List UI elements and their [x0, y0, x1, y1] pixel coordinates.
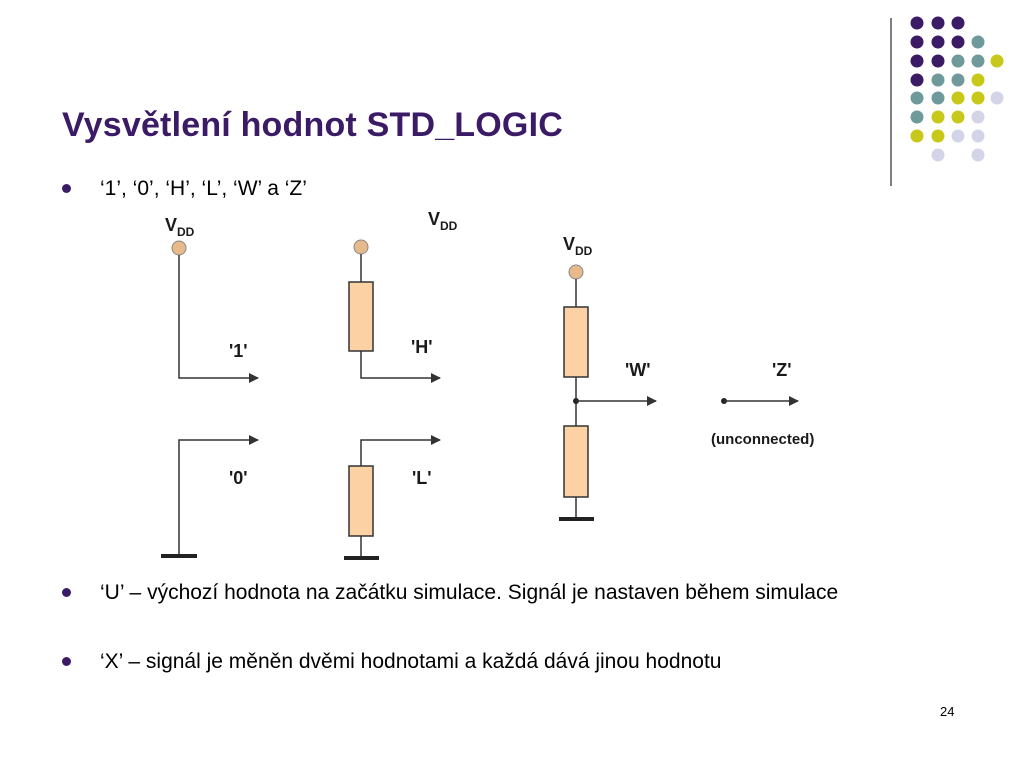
decorative-dot	[931, 129, 945, 143]
decorative-dot	[910, 16, 924, 30]
wire-0	[178, 435, 259, 555]
bullet-text: ‘1’, ‘0’, ‘H’, ‘L’, ‘W’ a ‘Z’	[100, 177, 307, 200]
circuit-h: VDD 'H'	[348, 209, 458, 383]
label-1: '1'	[229, 341, 248, 361]
resistor-w-top	[563, 306, 589, 378]
decorative-dot	[951, 73, 965, 87]
bullet-text: ‘U’ – výchozí hodnota na začátku simulac…	[100, 581, 839, 604]
decorative-dot	[910, 91, 924, 105]
circuit-w: VDD 'W'	[559, 234, 657, 521]
vdd-label-w: VDD	[563, 234, 593, 258]
wire-l	[360, 435, 441, 466]
decorative-dot	[990, 91, 1004, 105]
bullet-text: ‘X’ – signál je měněn dvěmi hodnotami a …	[100, 650, 722, 673]
label-0: '0'	[229, 468, 248, 488]
decorative-dot	[951, 91, 965, 105]
decorative-dot	[910, 73, 924, 87]
unconnected-label: (unconnected)	[711, 431, 814, 448]
std-logic-circuit-diagram: VDD '1' VDD 'H' '0' 'L' VDD	[161, 209, 814, 560]
decorative-dot	[971, 35, 985, 49]
decorative-dot	[910, 110, 924, 124]
decorative-dot	[910, 35, 924, 49]
bullet-icon	[62, 588, 71, 597]
page-number: 24	[940, 704, 955, 719]
decorative-dot	[931, 35, 945, 49]
decorative-dot	[951, 110, 965, 124]
label-z: 'Z'	[772, 360, 792, 380]
label-w: 'W'	[625, 360, 651, 380]
decorative-dot	[931, 54, 945, 68]
vdd-terminal-h	[353, 239, 369, 255]
resistor-w-bottom	[563, 425, 589, 498]
wire-h	[360, 351, 441, 383]
decorative-dot	[990, 54, 1004, 68]
decorative-dot	[971, 54, 985, 68]
decorative-dot	[931, 148, 945, 162]
vdd-terminal-1	[171, 240, 187, 256]
decorative-dot	[971, 148, 985, 162]
bullet-icon	[62, 184, 71, 193]
circuit-one: VDD '1'	[165, 215, 259, 383]
decorative-dot	[931, 73, 945, 87]
circuit-zero: '0'	[161, 435, 259, 558]
decorative-dot	[951, 54, 965, 68]
bullet-icon	[62, 657, 71, 666]
label-h: 'H'	[411, 337, 433, 357]
decorative-dot	[931, 110, 945, 124]
decorative-dot	[971, 73, 985, 87]
decorative-dot	[951, 129, 965, 143]
decorative-dot	[971, 91, 985, 105]
resistor-h	[348, 281, 374, 352]
decorative-dot	[931, 16, 945, 30]
decorative-dot	[971, 129, 985, 143]
decorative-dot	[931, 91, 945, 105]
wire-1	[178, 255, 259, 383]
vdd-terminal-w	[568, 264, 584, 280]
decorative-dot	[910, 54, 924, 68]
decorative-dot	[971, 110, 985, 124]
decorative-dot	[951, 16, 965, 30]
slide-title: Vysvětlení hodnot STD_LOGIC	[62, 106, 563, 144]
circuit-l: 'L'	[344, 435, 441, 560]
vdd-label-h: VDD	[428, 209, 458, 233]
label-l: 'L'	[412, 468, 432, 488]
resistor-l	[348, 465, 374, 537]
decorative-dot-grid	[890, 16, 1004, 186]
vdd-label-1: VDD	[165, 215, 195, 239]
circuit-z: 'Z' (unconnected)	[711, 360, 814, 448]
decorative-dot	[951, 35, 965, 49]
decorative-dot	[910, 129, 924, 143]
